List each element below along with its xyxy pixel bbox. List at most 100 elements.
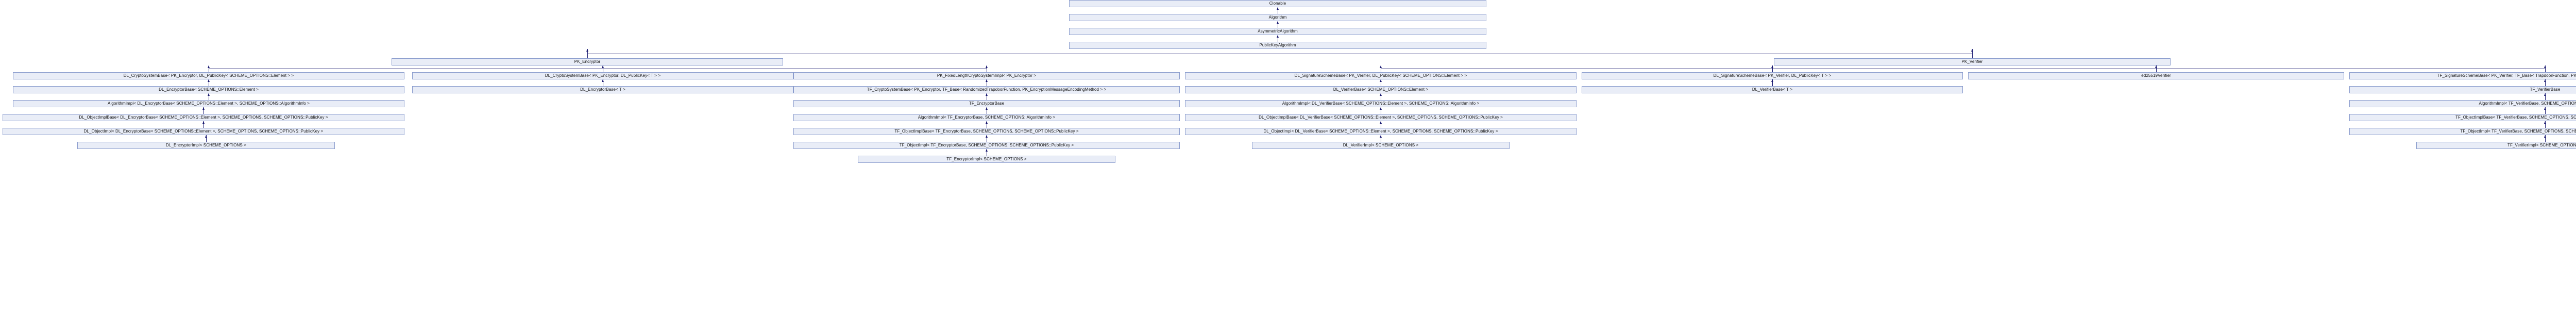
inheritance-arrowhead [986,121,988,124]
class-node-tf-objectimplbase-tf-encryptorbase-scheme-options-scheme-options-publi[interactable]: TF_ObjectImplBase< TF_EncryptorBase, SCH… [793,128,1180,135]
inheritance-arrowhead [2544,65,2546,68]
class-node-pk-encryptor[interactable]: PK_Encryptor [392,58,783,65]
inheritance-arrowhead [1277,35,1279,38]
class-node-asymmetricalgorithm[interactable]: AsymmetricAlgorithm [1069,28,1486,35]
class-node-label: DL_ObjectImpl< DL_VerifierBase< SCHEME_O… [1263,129,1498,134]
class-node-dl-objectimpl-dl-encryptorbase-scheme-options-element-scheme-options-s[interactable]: DL_ObjectImpl< DL_EncryptorBase< SCHEME_… [3,128,404,135]
inheritance-arrowhead [208,93,210,96]
class-node-algorithmimpl-tf-verifierbase-scheme-options-algorithminfo[interactable]: AlgorithmImpl< TF_VerifierBase, SCHEME_O… [2349,100,2576,107]
class-node-label: TF_VerifierImpl< SCHEME_OPTIONS > [2507,143,2576,147]
class-node-dl-signatureschemebase-pk-verifier-dl-publickey-scheme-options-element[interactable]: DL_SignatureSchemeBase< PK_Verifier, DL_… [1185,72,1577,79]
inheritance-arrowhead [1771,79,1773,82]
inheritance-arrowhead [602,65,604,68]
class-node-dl-verifierbase-t[interactable]: DL_VerifierBase< T > [1582,86,1963,93]
class-node-algorithm[interactable]: Algorithm [1069,14,1486,21]
class-node-label: TF_ObjectImplBase< TF_VerifierBase, SCHE… [2455,115,2576,120]
inheritance-edge-n17-to-n10 [1772,79,1773,86]
class-node-algorithmimpl-tf-encryptorbase-scheme-options-algorithminfo[interactable]: AlgorithmImpl< TF_EncryptorBase, SCHEME_… [793,114,1180,121]
inheritance-edge-n5-to-n3 [1972,49,1973,58]
class-node-label: Clonable [1269,1,1286,6]
class-node-dl-signatureschemebase-pk-verifier-dl-publickey-t[interactable]: DL_SignatureSchemeBase< PK_Verifier, DL_… [1582,72,1963,79]
class-node-label: TF_ObjectImpl< TF_EncryptorBase, SCHEME_… [899,143,1074,147]
class-node-tf-verifierbase[interactable]: TF_VerifierBase [2349,86,2576,93]
class-node-dl-objectimplbase-dl-verifierbase-scheme-options-element-scheme-option[interactable]: DL_ObjectImplBase< DL_VerifierBase< SCHE… [1185,114,1577,121]
class-node-tf-encryptorimpl-scheme-options[interactable]: TF_EncryptorImpl< SCHEME_OPTIONS > [858,156,1115,163]
class-node-dl-encryptorbase-scheme-options-element[interactable]: DL_EncryptorBase< SCHEME_OPTIONS::Elemen… [13,86,404,93]
class-node-label: AlgorithmImpl< TF_VerifierBase, SCHEME_O… [2479,101,2576,106]
class-node-label: TF_CryptoSystemBase< PK_Encryptor, TF_Ba… [867,87,1107,92]
inheritance-arrowhead [208,65,210,68]
class-node-tf-objectimplbase-tf-verifierbase-scheme-options-scheme-options-public[interactable]: TF_ObjectImplBase< TF_VerifierBase, SCHE… [2349,114,2576,121]
class-node-label: DL_VerifierBase< T > [1752,87,1793,92]
class-node-label: TF_ObjectImpl< TF_VerifierBase, SCHEME_O… [2460,129,2576,134]
class-node-dl-objectimplbase-dl-encryptorbase-scheme-options-element-scheme-optio[interactable]: DL_ObjectImplBase< DL_EncryptorBase< SCH… [3,114,404,121]
inheritance-arrowhead [986,93,988,96]
class-node-label: DL_SignatureSchemeBase< PK_Verifier, DL_… [1294,73,1467,78]
class-node-clonable[interactable]: Clonable [1069,0,1486,7]
class-node-dl-verifierbase-scheme-options-element[interactable]: DL_VerifierBase< SCHEME_OPTIONS::Element… [1185,86,1577,93]
inheritance-edge-n31-to-n27 [206,135,207,142]
class-node-label: AlgorithmImpl< DL_EncryptorBase< SCHEME_… [108,101,310,106]
inheritance-edge-n12-to-n5 [2545,65,2546,72]
class-node-label: ed25519Verifier [2141,73,2171,78]
inheritance-arrowhead [2544,93,2546,96]
inheritance-arrowhead [986,79,988,82]
class-node-label: DL_CryptoSystemBase< PK_Encryptor, DL_Pu… [545,73,661,78]
class-node-label: PublicKeyAlgorithm [1259,43,1296,47]
inheritance-arrowhead [1277,21,1279,24]
inheritance-arrowhead [202,121,205,124]
inheritance-arrowhead [202,107,205,110]
class-node-tf-verifierimpl-scheme-options[interactable]: TF_VerifierImpl< SCHEME_OPTIONS > [2416,142,2576,149]
class-node-label: AlgorithmImpl< TF_EncryptorBase, SCHEME_… [918,115,1056,120]
class-node-tf-objectimpl-tf-encryptorbase-scheme-options-scheme-options-publickey[interactable]: TF_ObjectImpl< TF_EncryptorBase, SCHEME_… [793,142,1180,149]
inheritance-edge-n30-to-n26 [2545,121,2546,128]
class-node-label: PK_Encryptor [574,59,601,64]
class-node-dl-verifierimpl-scheme-options[interactable]: DL_VerifierImpl< SCHEME_OPTIONS > [1252,142,1510,149]
class-node-label: DL_ObjectImplBase< DL_VerifierBase< SCHE… [1259,115,1503,120]
inheritance-arrowhead [205,135,207,138]
inheritance-arrowhead [208,79,210,82]
class-node-dl-cryptosystembase-pk-encryptor-dl-publickey-scheme-options-element[interactable]: DL_CryptoSystemBase< PK_Encryptor, DL_Pu… [13,72,404,79]
class-node-label: PK_Verifier [1961,59,1983,64]
class-node-pk-verifier[interactable]: PK_Verifier [1774,58,2171,65]
inheritance-arrowhead [1971,49,1973,52]
class-node-dl-cryptosystembase-pk-encryptor-dl-publickey-t[interactable]: DL_CryptoSystemBase< PK_Encryptor, DL_Pu… [412,72,793,79]
inheritance-arrowhead [1380,121,1382,124]
class-node-label: Algorithm [1268,15,1287,20]
class-node-label: DL_EncryptorBase< SCHEME_OPTIONS::Elemen… [159,87,259,92]
class-node-label: TF_EncryptorImpl< SCHEME_OPTIONS > [946,157,1027,161]
class-node-label: TF_SignatureSchemeBase< PK_Verifier, TF_… [2437,73,2576,78]
inheritance-arrowhead [1277,7,1279,10]
class-node-ed25519verifier[interactable]: ed25519Verifier [1968,72,2344,79]
inheritance-arrowhead [2155,65,2157,68]
class-node-algorithmimpl-dl-verifierbase-scheme-options-element-scheme-options-al[interactable]: AlgorithmImpl< DL_VerifierBase< SCHEME_O… [1185,100,1577,107]
class-node-label: DL_VerifierImpl< SCHEME_OPTIONS > [1343,143,1419,147]
inheritance-arrowhead [2544,79,2546,82]
inheritance-arrowhead [986,135,988,138]
inheritance-arrowhead [2544,107,2546,110]
class-node-label: AsymmetricAlgorithm [1258,29,1298,34]
class-node-tf-cryptosystembase-pk-encryptor-tf-base-randomizedtrapdoorfunction-pk[interactable]: TF_CryptoSystemBase< PK_Encryptor, TF_Ba… [793,86,1180,93]
inheritance-arrowhead [1771,65,1773,68]
inheritance-arrowhead [1380,93,1382,96]
class-node-tf-objectimpl-tf-verifierbase-scheme-options-scheme-options-publickey[interactable]: TF_ObjectImpl< TF_VerifierBase, SCHEME_O… [2349,128,2576,135]
class-node-pk-fixedlengthcryptosystemimpl-pk-encryptor[interactable]: PK_FixedLengthCryptoSystemImpl< PK_Encry… [793,72,1180,79]
class-node-algorithmimpl-dl-encryptorbase-scheme-options-element-scheme-options-a[interactable]: AlgorithmImpl< DL_EncryptorBase< SCHEME_… [13,100,404,107]
inheritance-arrowhead [1380,79,1382,82]
class-node-dl-encryptorimpl-scheme-options[interactable]: DL_EncryptorImpl< SCHEME_OPTIONS > [77,142,335,149]
class-node-label: PK_FixedLengthCryptoSystemImpl< PK_Encry… [937,73,1037,78]
class-node-label: TF_ObjectImplBase< TF_EncryptorBase, SCH… [894,129,1079,134]
inheritance-edge-n26-to-n22 [2545,107,2546,114]
class-node-tf-signatureschemebase-pk-verifier-tf-base-trapdoorfunction-pk-signatu[interactable]: TF_SignatureSchemeBase< PK_Verifier, TF_… [2349,72,2576,79]
class-node-publickeyalgorithm[interactable]: PublicKeyAlgorithm [1069,42,1486,49]
inheritance-arrowhead [2544,135,2546,138]
inheritance-arrowhead [1380,135,1382,138]
class-node-label: DL_VerifierBase< SCHEME_OPTIONS::Element… [1333,87,1429,92]
inheritance-arrowhead [586,49,588,52]
inheritance-arrowhead [986,149,988,152]
class-node-dl-encryptorbase-t[interactable]: DL_EncryptorBase< T > [412,86,793,93]
class-node-tf-encryptorbase[interactable]: TF_EncryptorBase [793,100,1180,107]
inheritance-edge-n18-to-n12 [2545,79,2546,86]
class-node-dl-objectimpl-dl-verifierbase-scheme-options-element-scheme-options-sc[interactable]: DL_ObjectImpl< DL_VerifierBase< SCHEME_O… [1185,128,1577,135]
